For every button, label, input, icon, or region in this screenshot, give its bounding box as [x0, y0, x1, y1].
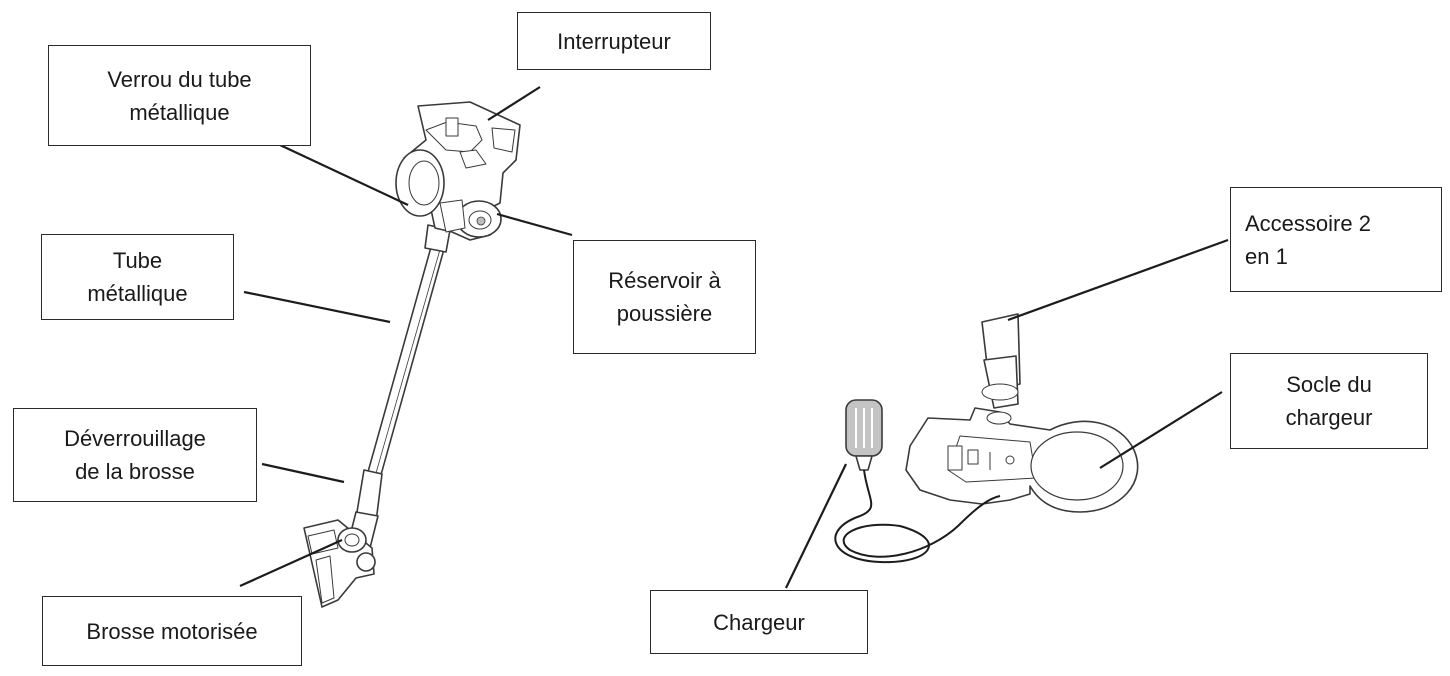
leader-line-verrou	[279, 144, 409, 206]
label-deverrouillage-brosse: Déverrouillage de la brosse	[13, 408, 257, 502]
leader-line-brosse	[239, 538, 343, 588]
leader-line-tube	[243, 290, 391, 324]
label-text: Déverrouillage de la brosse	[64, 426, 206, 484]
charging-dock-illustration	[834, 313, 1139, 564]
leader-lines	[239, 86, 1229, 589]
leader-line-reservoir	[496, 212, 573, 237]
label-verrou-tube: Verrou du tube métallique	[48, 45, 311, 146]
label-text: Verrou du tube métallique	[107, 66, 252, 125]
label-socle-chargeur: Socle du chargeur	[1230, 353, 1428, 449]
label-text: Chargeur	[713, 609, 805, 635]
leader-line-interrupteur	[487, 86, 541, 121]
label-text: Réservoir à poussière	[608, 268, 721, 326]
leader-line-chargeur	[785, 463, 847, 589]
leader-line-socle	[1099, 391, 1223, 469]
label-accessoire: Accessoire 2 en 1	[1230, 187, 1442, 292]
label-tube-metallique: Tube métallique	[41, 234, 234, 320]
label-chargeur: Chargeur	[650, 590, 868, 654]
metal-tube-drawing	[365, 239, 447, 483]
charger-cable-drawing	[834, 469, 1001, 564]
label-reservoir: Réservoir à poussière	[573, 240, 756, 354]
leader-line-accessoire	[1007, 238, 1229, 322]
label-text: Brosse motorisée	[86, 618, 258, 644]
leader-line-deverrouillage	[261, 462, 345, 484]
label-text: Interrupteur	[557, 28, 671, 54]
label-brosse-motorisee: Brosse motorisée	[42, 596, 302, 666]
vacuum-illustration	[303, 101, 521, 608]
label-text: Accessoire 2 en 1	[1245, 210, 1371, 269]
label-text: Tube métallique	[87, 248, 188, 306]
label-interrupteur: Interrupteur	[517, 12, 711, 70]
label-text: Socle du chargeur	[1285, 372, 1373, 430]
